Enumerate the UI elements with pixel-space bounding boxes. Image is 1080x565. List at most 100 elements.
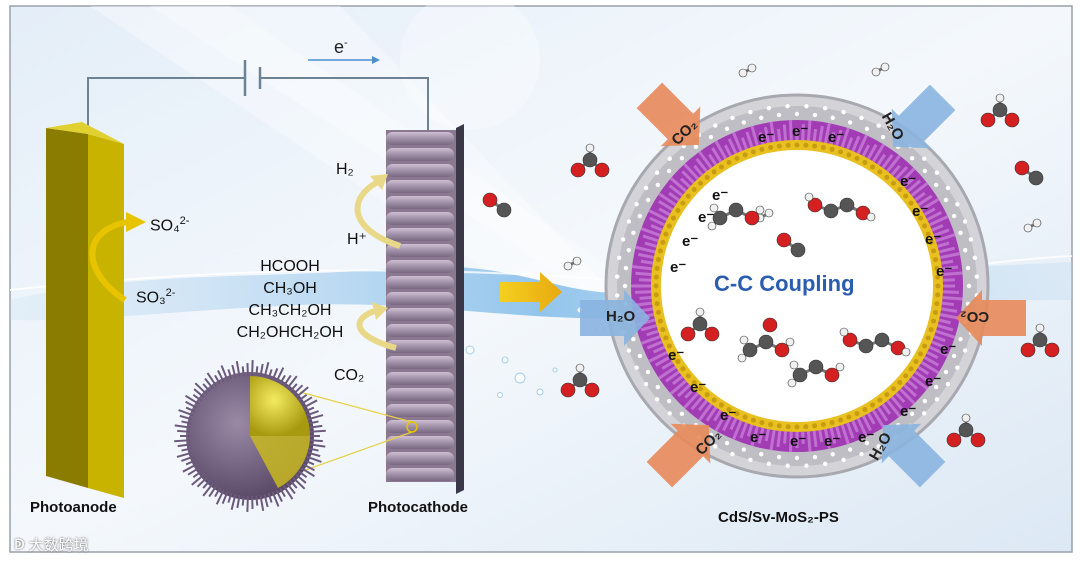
product-item: CH₃CH₂OH	[220, 300, 360, 322]
atom	[981, 113, 995, 127]
atom	[1029, 171, 1043, 185]
atom	[971, 433, 985, 447]
atom	[763, 318, 777, 332]
atom	[793, 368, 807, 382]
atom	[775, 343, 789, 357]
ring-electron-label: e⁻	[858, 428, 874, 446]
atom	[573, 373, 587, 387]
photocathode-label: Photocathode	[368, 500, 468, 515]
cathode-rod	[386, 356, 454, 369]
atom	[1033, 333, 1047, 347]
ring-electron-label: e⁻	[720, 406, 736, 424]
cathode-rod	[386, 228, 454, 241]
atom	[993, 103, 1007, 117]
co2-label: CO₂	[334, 368, 364, 384]
atom	[693, 317, 707, 331]
atom	[875, 333, 889, 347]
atom	[738, 354, 746, 362]
atom	[1036, 324, 1044, 332]
electron-label: e-	[334, 38, 348, 56]
cathode-rod	[386, 132, 454, 145]
atom	[729, 203, 743, 217]
atom	[788, 379, 796, 387]
product-item: CH₃OH	[220, 278, 360, 300]
atom	[759, 335, 773, 349]
atom	[881, 63, 889, 71]
h-plus-label: H⁺	[347, 232, 367, 248]
atom	[573, 257, 581, 265]
atom	[748, 64, 756, 72]
ring-electron-label: e⁻	[712, 186, 728, 204]
atom	[959, 423, 973, 437]
ring-co2-label: CO₂	[960, 308, 989, 325]
atom	[1015, 161, 1029, 175]
cathode-rod	[386, 468, 454, 481]
ring-electron-label: e⁻	[925, 230, 941, 248]
product-item: HCOOH	[220, 256, 360, 278]
product-list: HCOOH CH₃OH CH₃CH₂OH CH₂OHCH₂OH	[220, 256, 360, 344]
ring-electron-label: e⁻	[912, 202, 928, 220]
atom	[585, 383, 599, 397]
atom	[740, 336, 748, 344]
atom	[809, 360, 823, 374]
photoanode-label: Photoanode	[30, 500, 117, 515]
atom	[786, 338, 794, 346]
atom	[483, 193, 497, 207]
ring-electron-label: e⁻	[682, 232, 698, 250]
atom	[561, 383, 575, 397]
atom	[705, 327, 719, 341]
atom	[586, 144, 594, 152]
cathode-rod	[386, 324, 454, 337]
cathode-rod	[386, 420, 454, 433]
atom	[1021, 343, 1035, 357]
cathode-rod	[386, 276, 454, 289]
atom	[859, 339, 873, 353]
ring-electron-label: e⁻	[758, 128, 774, 146]
cathode-rod	[386, 148, 454, 161]
ring-electron-label: e⁻	[792, 122, 808, 140]
atom	[836, 363, 844, 371]
atom	[497, 203, 511, 217]
product-item: CH₂OHCH₂OH	[220, 322, 360, 344]
ring-electron-label: e⁻	[900, 172, 916, 190]
atom	[777, 233, 791, 247]
ring-electron-label: e⁻	[936, 262, 952, 280]
cathode-rod	[386, 372, 454, 385]
ring-electron-label: e⁻	[790, 432, 806, 450]
ring-electron-label: e⁻	[900, 402, 916, 420]
ring-electron-label: e⁻	[690, 378, 706, 396]
h2-label: H₂	[336, 162, 354, 178]
atom	[745, 211, 759, 225]
cathode-rod	[386, 308, 454, 321]
cathode-rod	[386, 196, 454, 209]
atom	[696, 308, 704, 316]
atom	[564, 262, 572, 270]
atom	[824, 204, 838, 218]
cathode-rod	[386, 452, 454, 465]
atom	[902, 348, 910, 356]
atom	[739, 69, 747, 77]
watermark: ↁ 大数跨境	[14, 534, 89, 555]
atom	[872, 68, 880, 76]
cathode-rod	[386, 212, 454, 225]
cathode-rod	[386, 404, 454, 417]
cathode-rod	[386, 164, 454, 177]
ring-electron-label: e⁻	[670, 258, 686, 276]
ring-electron-label: e⁻	[824, 432, 840, 450]
atom	[867, 213, 875, 221]
atom	[743, 343, 757, 357]
atom	[576, 364, 584, 372]
ring-electron-label: e⁻	[940, 340, 956, 358]
ring-electron-label: e⁻	[698, 208, 714, 226]
sulfate-label: SO₄2-	[150, 216, 189, 234]
atom	[1005, 113, 1019, 127]
cathode-rod	[386, 292, 454, 305]
atom	[1024, 224, 1032, 232]
cathode-rod	[386, 260, 454, 273]
atom	[840, 328, 848, 336]
atom	[1033, 219, 1041, 227]
catalyst-label: CdS/Sv-MoS₂-PS	[718, 510, 839, 525]
atom	[595, 163, 609, 177]
